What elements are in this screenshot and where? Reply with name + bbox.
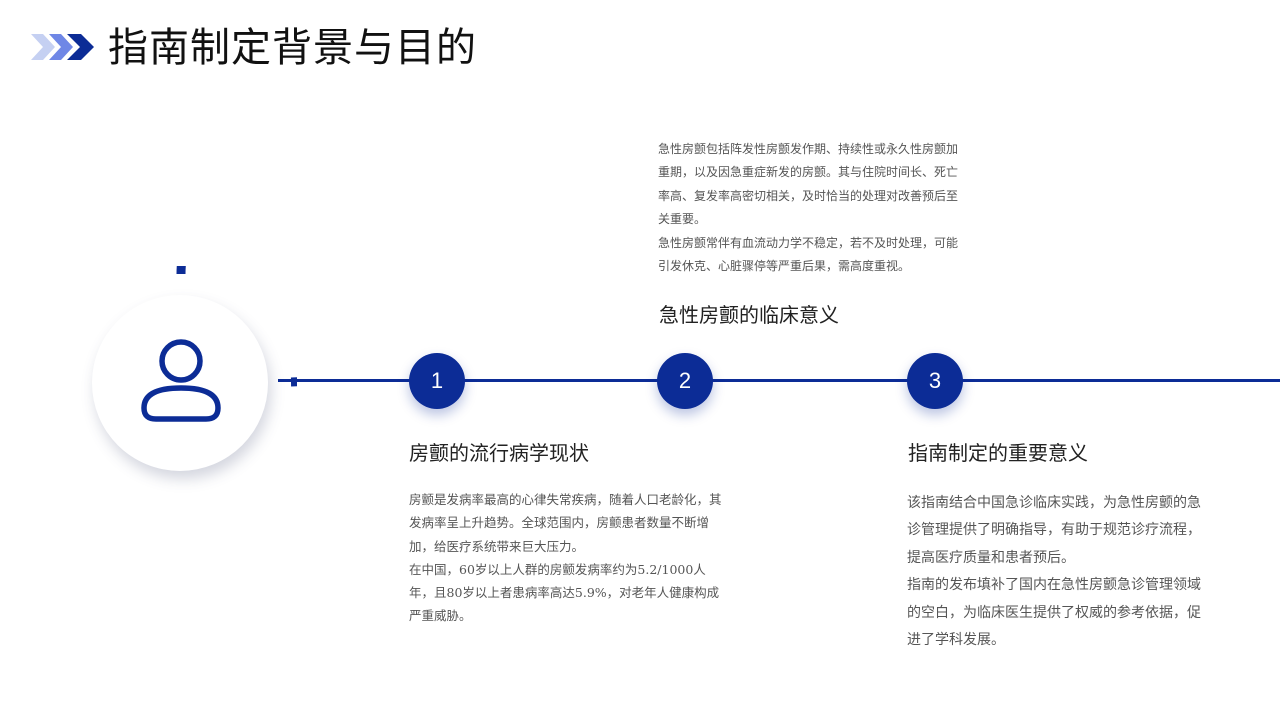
section-body-guideline-importance: 该指南结合中国急诊临床实践，为急性房颤的急诊管理提供了明确指导，有助于规范诊疗流… <box>907 490 1203 654</box>
paragraph: 在中国，60岁以上人群的房颤发病率约为5.2/1000人年，且80岁以上者患病率… <box>409 561 720 624</box>
chevron-dark <box>67 34 94 60</box>
section-body-epidemiology: 房颤是发病率最高的心律失常疾病，随着人口老龄化，其发病率呈上升趋势。全球范围内，… <box>409 488 727 628</box>
timeline-node-1: 1 <box>409 353 465 409</box>
page-title: 指南制定背景与目的 <box>108 25 477 71</box>
timeline-line <box>278 379 1280 382</box>
section-body-clinical-significance: 急性房颤包括阵发性房颤发作期、持续性或永久性房颤加重期，以及因急重症新发的房颤。… <box>658 138 962 278</box>
paragraph: 急性房颤包括阵发性房颤发作期、持续性或永久性房颤加重期，以及因急重症新发的房颤。… <box>658 142 959 227</box>
paragraph: 急性房颤常伴有血流动力学不稳定，若不及时处理，可能引发休克、心脏骤停等严重后果，… <box>658 235 959 274</box>
chevron-right-icon <box>31 34 94 60</box>
chevron-mid <box>49 34 73 60</box>
timeline-node-3: 3 <box>907 353 963 409</box>
chevron-light <box>31 34 55 60</box>
paragraph: 房颤是发病率最高的心律失常疾病，随着人口老龄化，其发病率呈上升趋势。全球范围内，… <box>409 492 722 554</box>
section-title-epidemiology: 房颤的流行病学现状 <box>409 441 589 465</box>
user-icon <box>141 339 221 422</box>
paragraph: 指南的发布填补了国内在急性房颤急诊管理领域的空白，为临床医生提供了权威的参考依据… <box>907 577 1201 649</box>
paragraph: 该指南结合中国急诊临床实践，为急性房颤的急诊管理提供了明确指导，有助于规范诊疗流… <box>907 495 1201 566</box>
avatar <box>92 295 268 471</box>
section-title-clinical-significance: 急性房颤的临床意义 <box>659 303 839 327</box>
timeline-node-2: 2 <box>657 353 713 409</box>
section-title-guideline-importance: 指南制定的重要意义 <box>908 441 1088 465</box>
